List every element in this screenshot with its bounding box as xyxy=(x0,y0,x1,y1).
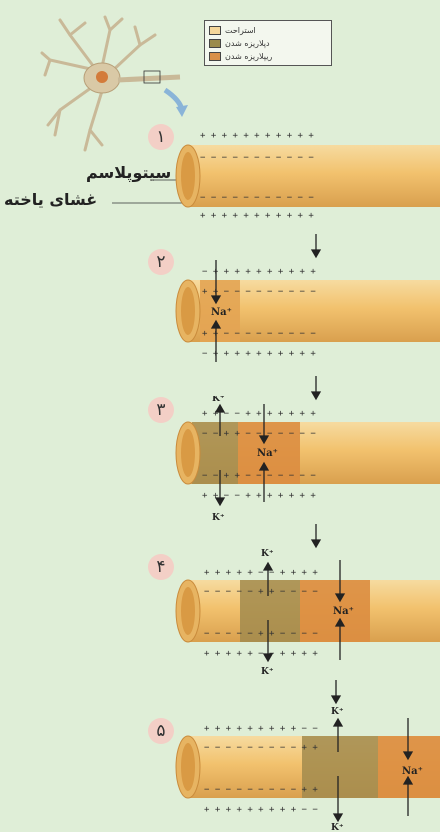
axon-step-5: + + + + + + + + + − − − − − − − − − − − … xyxy=(0,704,440,832)
charge-row-outside: + + + + + + + + + + + xyxy=(200,131,314,141)
svg-text:+ + + + + + + +: + + + + + + + + + − − xyxy=(204,724,318,734)
svg-text:− − − − − − − −: − − − − − − − − − + + xyxy=(204,743,318,753)
potassium-label: K⁺ xyxy=(212,513,225,523)
axon-step-4: + + + + + − − + + + + − − − − − + + − − … xyxy=(0,548,440,678)
potassium-label: K⁺ xyxy=(212,396,225,404)
axon-step-3: + + − − + + + + + + + − − + + − − − − − … xyxy=(0,396,440,526)
svg-text:− − + + − − − −: − − + + − − − − − − − xyxy=(202,429,316,439)
potassium-label: K⁺ xyxy=(261,667,274,677)
svg-text:− − − − − + + −: − − − − − + + − − − − xyxy=(204,629,318,639)
charge-row-inside: − − − − − − − − − − − xyxy=(200,193,314,203)
svg-text:− − + + − − − −: − − + + − − − − − − − xyxy=(202,471,316,481)
svg-text:+ + + + + − − +: + + + + + − − + + + + xyxy=(204,568,318,578)
sodium-label: Na⁺ xyxy=(211,307,232,318)
sodium-label: Na⁺ xyxy=(402,766,423,777)
charge-row-inside: − − − − − − − − − − − xyxy=(200,153,314,163)
axon-step-1: + + + + + + + + + + + − − − − − − − − − … xyxy=(0,130,440,230)
svg-text:− − − − − + + −: − − − − − + + − − − − xyxy=(204,587,318,597)
potassium-label: K⁺ xyxy=(331,707,344,717)
svg-text:− + + + + + + +: − + + + + + + + + + + xyxy=(202,267,316,277)
svg-text:− − − − − − − −: − − − − − − − − − + + xyxy=(204,785,318,795)
charge-row-outside: + + + + + + + + + + + xyxy=(200,211,314,221)
svg-text:+ + + + + + + +: + + + + + + + + + − − xyxy=(204,805,318,815)
potassium-label: K⁺ xyxy=(261,549,274,559)
potassium-label: K⁺ xyxy=(331,823,344,832)
sodium-label: Na⁺ xyxy=(257,448,278,459)
sodium-label: Na⁺ xyxy=(333,606,354,617)
svg-text:+ + + + + − − +: + + + + + − − + + + + xyxy=(204,649,318,659)
axon-step-2: − + + + + + + + + + + + + − − − − − − − … xyxy=(0,258,440,368)
svg-text:− + + + + + + +: − + + + + + + + + + + xyxy=(202,349,316,359)
svg-text:+ + − − − − − −: + + − − − − − − − − − xyxy=(202,329,316,339)
